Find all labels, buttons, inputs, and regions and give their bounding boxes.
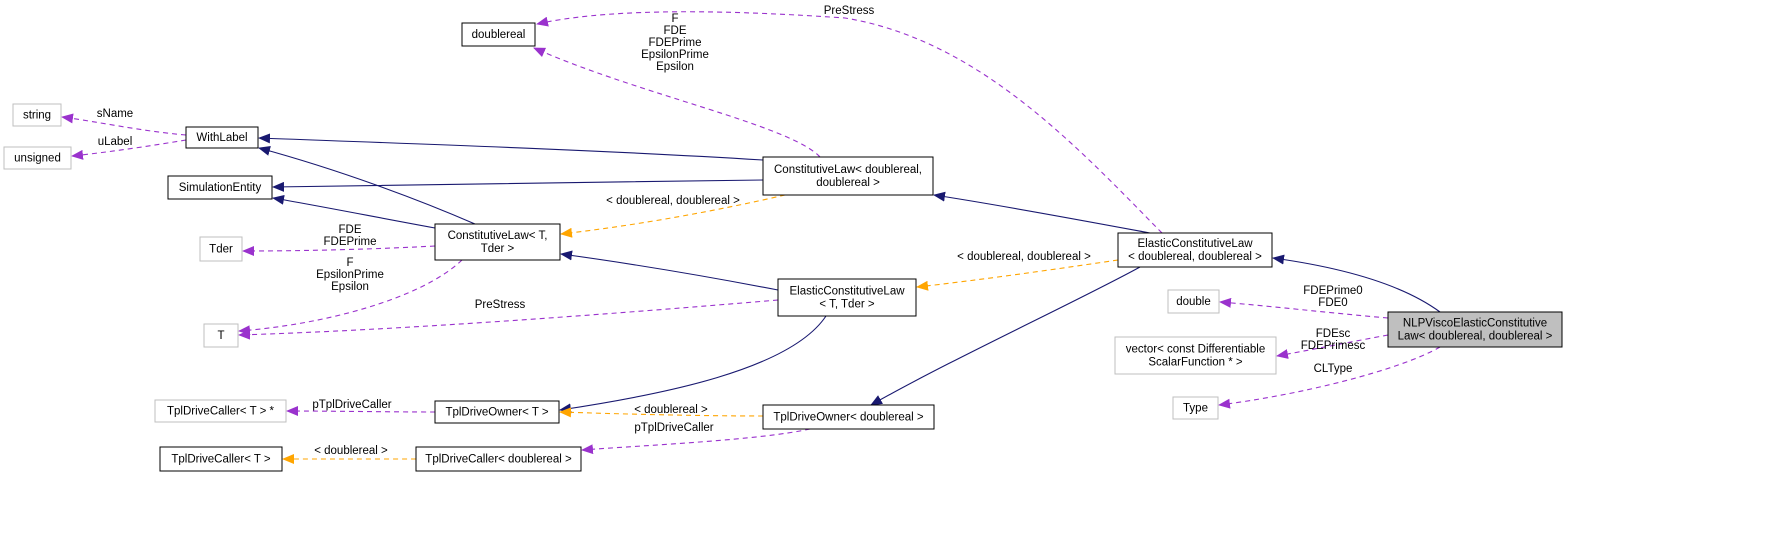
class-node-label: SimulationEntity	[179, 182, 262, 194]
class-node-label: WithLabel	[196, 132, 247, 144]
class-node-label: < doublereal, doublereal >	[1128, 251, 1262, 263]
edge-nlp-type	[1218, 346, 1441, 409]
edge-label-nlp-type: CLType	[1314, 363, 1353, 375]
class-node-label: Type	[1183, 403, 1208, 415]
class-node-tdo-t[interactable]: TplDriveOwner< T >	[434, 400, 560, 424]
class-node-label: unsigned	[14, 153, 61, 165]
class-node-label: Tder >	[481, 243, 515, 255]
class-node-label: Tder	[209, 244, 233, 256]
edge-cl_t-tder	[242, 245, 436, 256]
edge-label-ecl-dr-templ: < doublereal, doublereal >	[957, 251, 1091, 263]
class-node-tdc-dr[interactable]: TplDriveCaller< doublereal >	[415, 446, 582, 472]
edge-ecl_t-cl_t	[560, 250, 779, 291]
edge-nlp-vector	[1276, 334, 1389, 359]
class-node-label: doublereal	[472, 29, 526, 41]
edge-label-cl-t-tder: FDE	[339, 224, 362, 236]
edge-cl_dr-doublereal	[533, 47, 821, 158]
class-node-tdo-dr[interactable]: TplDriveOwner< doublereal >	[762, 404, 935, 430]
edge-label-cl-t-T: Epsilon	[331, 281, 369, 293]
edge-label-tdc-dr-templ: < doublereal >	[314, 445, 388, 457]
edge-label-ptpl: pTplDriveCaller	[312, 399, 391, 411]
edge-ecl_dr-doublereal	[536, 11, 1163, 234]
edge-cl_t-T	[238, 259, 463, 336]
edge-tdo_dr-tdo_t	[559, 407, 764, 418]
class-node-doublereal[interactable]: doublereal	[461, 22, 536, 47]
edge-nlp-ecl_dr	[1272, 254, 1441, 313]
class-node-tpldrivecaller-tptr[interactable]: TplDriveCaller< T > *	[154, 399, 287, 423]
class-node-withlabel[interactable]: WithLabel	[185, 126, 259, 149]
class-node-tder[interactable]: Tder	[199, 236, 243, 262]
class-node-label: NLPViscoElasticConstitutive	[1403, 318, 1547, 330]
edge-cl_t-withlabel	[258, 146, 476, 225]
class-node-ecl-dr[interactable]: ElasticConstitutiveLaw< doublereal, doub…	[1117, 232, 1273, 268]
class-node-cl-t[interactable]: ConstitutiveLaw< T,Tder >	[434, 223, 561, 261]
class-node-label: TplDriveOwner< T >	[445, 407, 548, 419]
class-node-label: ScalarFunction * >	[1148, 357, 1243, 369]
class-node-label: double	[1176, 296, 1211, 308]
edge-tdo_t-tptr	[286, 406, 436, 417]
edge-ecl_dr-cl_dr	[933, 191, 1151, 234]
edge-label-cl-t-T: EpsilonPrime	[316, 269, 384, 281]
edge-cl_t-simentity	[272, 194, 436, 229]
edge-label-ulabel: uLabel	[98, 136, 133, 148]
edge-label-prestress-top: PreStress	[824, 5, 875, 17]
class-node-type[interactable]: Type	[1172, 396, 1219, 420]
class-node-label: TplDriveCaller< doublereal >	[425, 454, 572, 466]
edge-label-nlp-double: FDE0	[1318, 297, 1347, 309]
edge-label-cl-dr-templ: < doublereal, doublereal >	[606, 195, 740, 207]
edge-label-cl-dr-doublereal: FDE	[664, 25, 687, 37]
edge-cl_dr-withlabel	[258, 133, 764, 161]
class-node-label: TplDriveCaller< T >	[171, 454, 271, 466]
class-node-label: T	[217, 330, 224, 342]
edge-label-cl-dr-doublereal: FDEPrime	[648, 37, 701, 49]
edge-cl_dr-cl_t	[560, 194, 786, 238]
class-node-label: ConstitutiveLaw< doublereal,	[774, 164, 922, 176]
edge-label-nlp-vector: FDEsc	[1316, 328, 1351, 340]
edge-label-tdo-dr-templ: < doublereal >	[634, 404, 708, 416]
class-node-label: vector< const Differentiable	[1126, 344, 1265, 356]
class-node-label: ConstitutiveLaw< T,	[448, 230, 548, 242]
class-node-T[interactable]: T	[203, 323, 239, 348]
class-node-cl-dr[interactable]: ConstitutiveLaw< doublereal,doublereal >	[762, 156, 934, 196]
class-node-label: ElasticConstitutiveLaw	[789, 286, 905, 298]
edge-label-cl-dr-doublereal: F	[671, 13, 678, 25]
edge-label-sname: sName	[97, 108, 133, 120]
edge-ecl_t-tdo_t	[559, 315, 827, 414]
class-node-label: < T, Tder >	[819, 299, 874, 311]
class-node-label: ElasticConstitutiveLaw	[1137, 238, 1253, 250]
edge-label-prestress-mid: PreStress	[475, 299, 526, 311]
class-node-string[interactable]: string	[12, 103, 62, 127]
class-node-label: TplDriveCaller< T > *	[167, 406, 274, 418]
edge-label-ptpl2: pTplDriveCaller	[634, 422, 713, 434]
edge-label-nlp-vector: FDEPrimesc	[1301, 340, 1366, 352]
edge-label-nlp-double: FDEPrime0	[1303, 285, 1362, 297]
class-node-tpldrivecaller-t[interactable]: TplDriveCaller< T >	[159, 446, 283, 472]
edge-withlabel-unsigned	[71, 139, 187, 160]
class-node-label: string	[23, 110, 51, 122]
class-node-simentity[interactable]: SimulationEntity	[167, 175, 273, 200]
edge-withlabel-string	[61, 113, 187, 136]
edge-label-cl-dr-doublereal: EpsilonPrime	[641, 49, 709, 61]
class-node-ecl-t[interactable]: ElasticConstitutiveLaw< T, Tder >	[777, 278, 917, 317]
edge-ecl_t-T	[238, 299, 779, 340]
class-node-label: TplDriveOwner< doublereal >	[773, 412, 923, 424]
edge-ecl_dr-ecl_t	[916, 259, 1119, 291]
edge-label-cl-t-tder: FDEPrime	[323, 236, 376, 248]
class-node-unsigned[interactable]: unsigned	[3, 146, 72, 170]
edge-label-cl-t-T: F	[346, 257, 353, 269]
edge-ecl_dr-tdo_dr	[870, 266, 1141, 406]
class-node-vector[interactable]: vector< const DifferentiableScalarFuncti…	[1114, 336, 1277, 375]
edge-tdo_dr-tdc_dr	[581, 428, 811, 455]
class-node-double[interactable]: double	[1167, 289, 1220, 314]
class-node-label: Law< doublereal, doublereal >	[1398, 331, 1553, 343]
edge-cl_dr-simentity	[272, 179, 764, 192]
edge-nlp-double	[1219, 297, 1389, 319]
edge-label-cl-dr-doublereal: Epsilon	[656, 61, 694, 73]
class-node-label: doublereal >	[816, 177, 880, 189]
